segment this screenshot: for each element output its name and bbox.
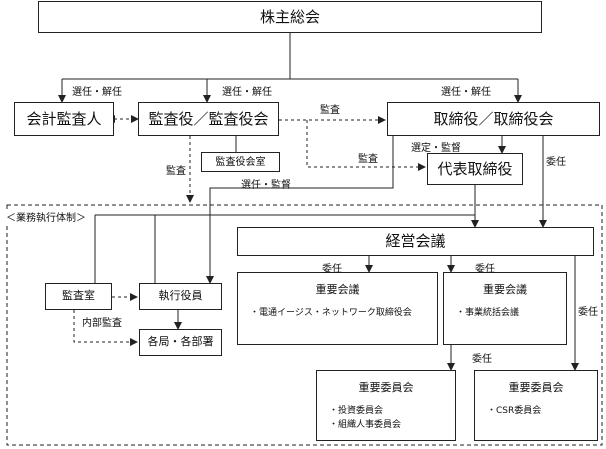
- departments: 各局・各部署: [139, 329, 222, 356]
- label-exec-system: ＜業務執行体制＞: [5, 209, 87, 224]
- representative-director: 代表取締役: [427, 153, 523, 185]
- key-meeting-left-title: 重要会議: [315, 283, 360, 296]
- label-delegate-committee: 委任: [472, 354, 492, 365]
- exec-system-frame: [6, 204, 603, 446]
- executive-officers: 執行役員: [139, 283, 222, 310]
- label-elect-auditor: 選任・解任: [72, 87, 122, 98]
- label-audit-board: 監査: [320, 105, 340, 116]
- key-committee-left-title: 重要委員会: [358, 381, 414, 394]
- edge-rep-auditdept: [94, 214, 155, 283]
- shareholders-meeting: 株主総会: [38, 1, 542, 33]
- label-audit-rep: 監査: [358, 154, 378, 165]
- label-audit-exec: 監査: [166, 166, 186, 177]
- label-delegate-mgmt-right: 委任: [475, 264, 495, 275]
- key-committee-right-title: 重要委員会: [508, 381, 564, 394]
- label-delegate-mgmt-left: 委任: [322, 264, 342, 275]
- edge-board-exec: [206, 136, 394, 284]
- label-internal-audit: 内部監査: [82, 318, 122, 329]
- edge-shareholders-trunk: [62, 33, 518, 80]
- key-committee-left: 重要委員会 ・投資委員会 ・組織人事委員会: [316, 370, 456, 441]
- label-delegate-right: 委任: [577, 303, 599, 318]
- label-elect-auditboard: 選任・解任: [222, 87, 272, 98]
- list-item: ・投資委員会: [329, 406, 384, 417]
- audit-board-office: 監査役会室: [201, 152, 280, 172]
- list-item: ・CSR委員会: [487, 406, 542, 417]
- label-elect-board: 選任・解任: [441, 87, 491, 98]
- key-meeting-right-title: 重要会議: [483, 283, 527, 296]
- key-meeting-left: 重要会議 ・電通イージス・ネットワーク取締役会: [237, 272, 438, 345]
- management-meeting: 経営会議: [237, 227, 594, 256]
- key-committee-right: 重要委員会 ・CSR委員会: [474, 370, 598, 441]
- list-item: ・事業統括会議: [456, 308, 520, 319]
- audit-department: 監査室: [45, 283, 112, 310]
- list-item: ・電通イージス・ネットワーク取締役会: [250, 308, 412, 319]
- label-elect-supervise-exec: 選任・監督: [241, 180, 291, 191]
- audit-board: 監査役／監査役会: [138, 102, 279, 136]
- board-of-directors: 取締役／取締役会: [387, 102, 600, 136]
- key-meeting-right: 重要会議 ・事業統括会議: [443, 272, 567, 345]
- accounting-auditor: 会計監査人: [14, 102, 114, 136]
- edge-auditdept-dept: [73, 310, 138, 346]
- edge-rep-mgmt: [154, 185, 476, 283]
- list-item: ・組織人事委員会: [329, 420, 402, 431]
- label-elect-supervise-rep: 選定・監督: [411, 143, 461, 154]
- label-delegate-rep: 委任: [546, 157, 566, 168]
